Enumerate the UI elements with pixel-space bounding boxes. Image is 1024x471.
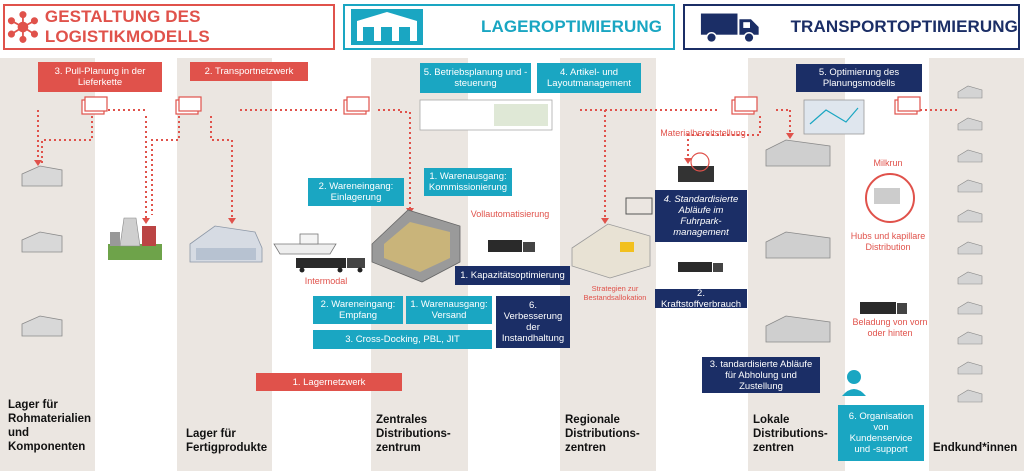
- box-we-empfang-label: 2. Wareneingang: Empfang: [320, 299, 396, 321]
- box-pull-planung-label: 3. Pull-Planung in der Lieferkette: [54, 66, 146, 88]
- header-lager: LAGEROPTIMIERUNG: [343, 4, 675, 50]
- col-title-zentral: Zentrales Distributions-zentrum: [376, 414, 451, 454]
- box-kundenservice: 6. Organisation von Kundenservice und -s…: [838, 405, 924, 461]
- box-artikel-layout: 4. Artikel- und Layoutmanagement: [537, 63, 641, 93]
- box-we-einlagerung-label: 2. Wareneingang: Einlagerung: [318, 181, 394, 203]
- power-plant-icon: [108, 217, 162, 260]
- box-fuhrpark-label: 4. Standardisierte Abläufe im Fuhrpark-m…: [663, 194, 739, 238]
- material-truck-icon: [678, 152, 714, 182]
- label-strategien: Strategien zur Bestandsallokation: [583, 284, 647, 302]
- warehouse-rohmaterial-1: [21, 165, 63, 337]
- band-fertig: [177, 58, 272, 471]
- label-vollautomatisierung: Vollautomatisierung: [470, 209, 550, 219]
- box-instandhaltung: 6. Verbesserung der Instandhaltung: [496, 296, 570, 348]
- rack-icon: [625, 197, 653, 215]
- col-title-endkunde: Endkund*innen: [933, 442, 1018, 454]
- box-kraftstoff-label: 2. Kraftstoffverbrauch: [660, 287, 742, 310]
- col-title-fertig: Lager für Fertigprodukte: [186, 428, 268, 454]
- regional-warehouse-icon: [571, 223, 651, 279]
- box-betriebsplanung: 5. Betriebsplanung und -steuerung: [420, 63, 531, 93]
- box-kapazitaet-label: 1. Kapazitätsoptimierung: [460, 270, 565, 281]
- software-screenshot-icon: [419, 99, 553, 131]
- box-crossdocking: 3. Cross-Docking, PBL, JIT: [313, 330, 492, 349]
- truck-fuhrpark-icon: [678, 262, 723, 272]
- label-materialbereitstellung: Materialbereitstellung: [660, 128, 746, 138]
- box-wa-versand-label: 1. Warenausgang: Versand: [410, 299, 488, 321]
- box-we-empfang: 2. Wareneingang: Empfang: [313, 296, 403, 324]
- box-planungsmodell-label: 5. Optimierung des Planungsmodells: [818, 67, 900, 89]
- label-hubs: Hubs und kapillare Distribution: [850, 231, 926, 252]
- label-milkrun: Milkrun: [873, 158, 903, 168]
- header-transport: TRANSPORTOPTIMIERUNG: [683, 4, 1020, 50]
- warehouse-fertig: [189, 225, 263, 263]
- box-we-einlagerung: 2. Wareneingang: Einlagerung: [308, 178, 404, 206]
- col-title-rohmaterial: Lager für Rohmaterialien und Komponenten: [8, 399, 92, 453]
- header-gestaltung: GESTALTUNG DES LOGISTIKMODELLS: [3, 4, 335, 50]
- box-wa-kommissionierung-label: 1. Warenausgang: Kommissionierung: [428, 171, 508, 193]
- box-lagernetzwerk: 1. Lagernetzwerk: [256, 373, 402, 391]
- intermodal-truck-icon: [296, 258, 365, 273]
- beladung-truck-icon: [860, 302, 907, 314]
- box-planungsmodell: 5. Optimierung des Planungsmodells: [796, 64, 922, 92]
- box-kundenservice-label: 6. Organisation von Kundenservice und -s…: [848, 411, 914, 455]
- header-transport-title: TRANSPORTOPTIMIERUNG: [790, 17, 1018, 36]
- ship-icon: [273, 233, 337, 255]
- header-gestaltung-title: GESTALTUNG DES LOGISTIKMODELLS: [44, 7, 210, 46]
- box-lagernetzwerk-label: 1. Lagernetzwerk: [292, 376, 366, 388]
- box-abholung: 3. tandardisierte Abläufe für Abholung u…: [702, 357, 820, 393]
- label-intermodal: Intermodal: [304, 276, 348, 286]
- label-beladung: Beladung von vorn oder hinten: [852, 317, 928, 338]
- truck-zentral-icon: [488, 240, 535, 252]
- col-title-lokal: Lokale Distributions-zentren: [753, 414, 828, 454]
- band-rohmaterial: [0, 58, 95, 471]
- box-transportnetzwerk: 2. Transportnetzwerk: [190, 62, 308, 81]
- warehouse-icon: [351, 9, 423, 45]
- network-icon: [7, 11, 38, 43]
- truck-icon: [700, 13, 759, 44]
- box-fuhrpark: 4. Standardisierte Abläufe im Fuhrpark-m…: [655, 190, 747, 242]
- box-wa-versand: 1. Warenausgang: Versand: [406, 296, 492, 324]
- box-instandhaltung-label: 6. Verbesserung der Instandhaltung: [501, 300, 565, 344]
- box-betriebsplanung-label: 5. Betriebsplanung und -steuerung: [423, 67, 528, 89]
- milkrun-icon: [865, 173, 915, 223]
- map-icon: [803, 99, 865, 135]
- header-lager-title: LAGEROPTIMIERUNG: [481, 17, 663, 36]
- box-crossdocking-label: 3. Cross-Docking, PBL, JIT: [345, 334, 460, 345]
- endkunde-houses: [957, 85, 983, 403]
- distribution-center-icon: [371, 209, 461, 283]
- box-artikel-layout-label: 4. Artikel- und Layoutmanagement: [547, 67, 631, 89]
- box-kapazitaet: 1. Kapazitätsoptimierung: [455, 266, 570, 285]
- box-kraftstoff: 2. Kraftstoffverbrauch: [655, 287, 747, 310]
- box-pull-planung: 3. Pull-Planung in der Lieferkette: [38, 62, 162, 92]
- box-wa-kommissionierung: 1. Warenausgang: Kommissionierung: [424, 168, 512, 196]
- box-transportnetzwerk-label: 2. Transportnetzwerk: [204, 66, 294, 77]
- support-person-icon: [842, 370, 866, 396]
- warehouse-lokal: [765, 139, 831, 343]
- box-abholung-label: 3. tandardisierte Abläufe für Abholung u…: [709, 358, 813, 392]
- col-title-regional: Regionale Distributions-zentren: [565, 414, 640, 454]
